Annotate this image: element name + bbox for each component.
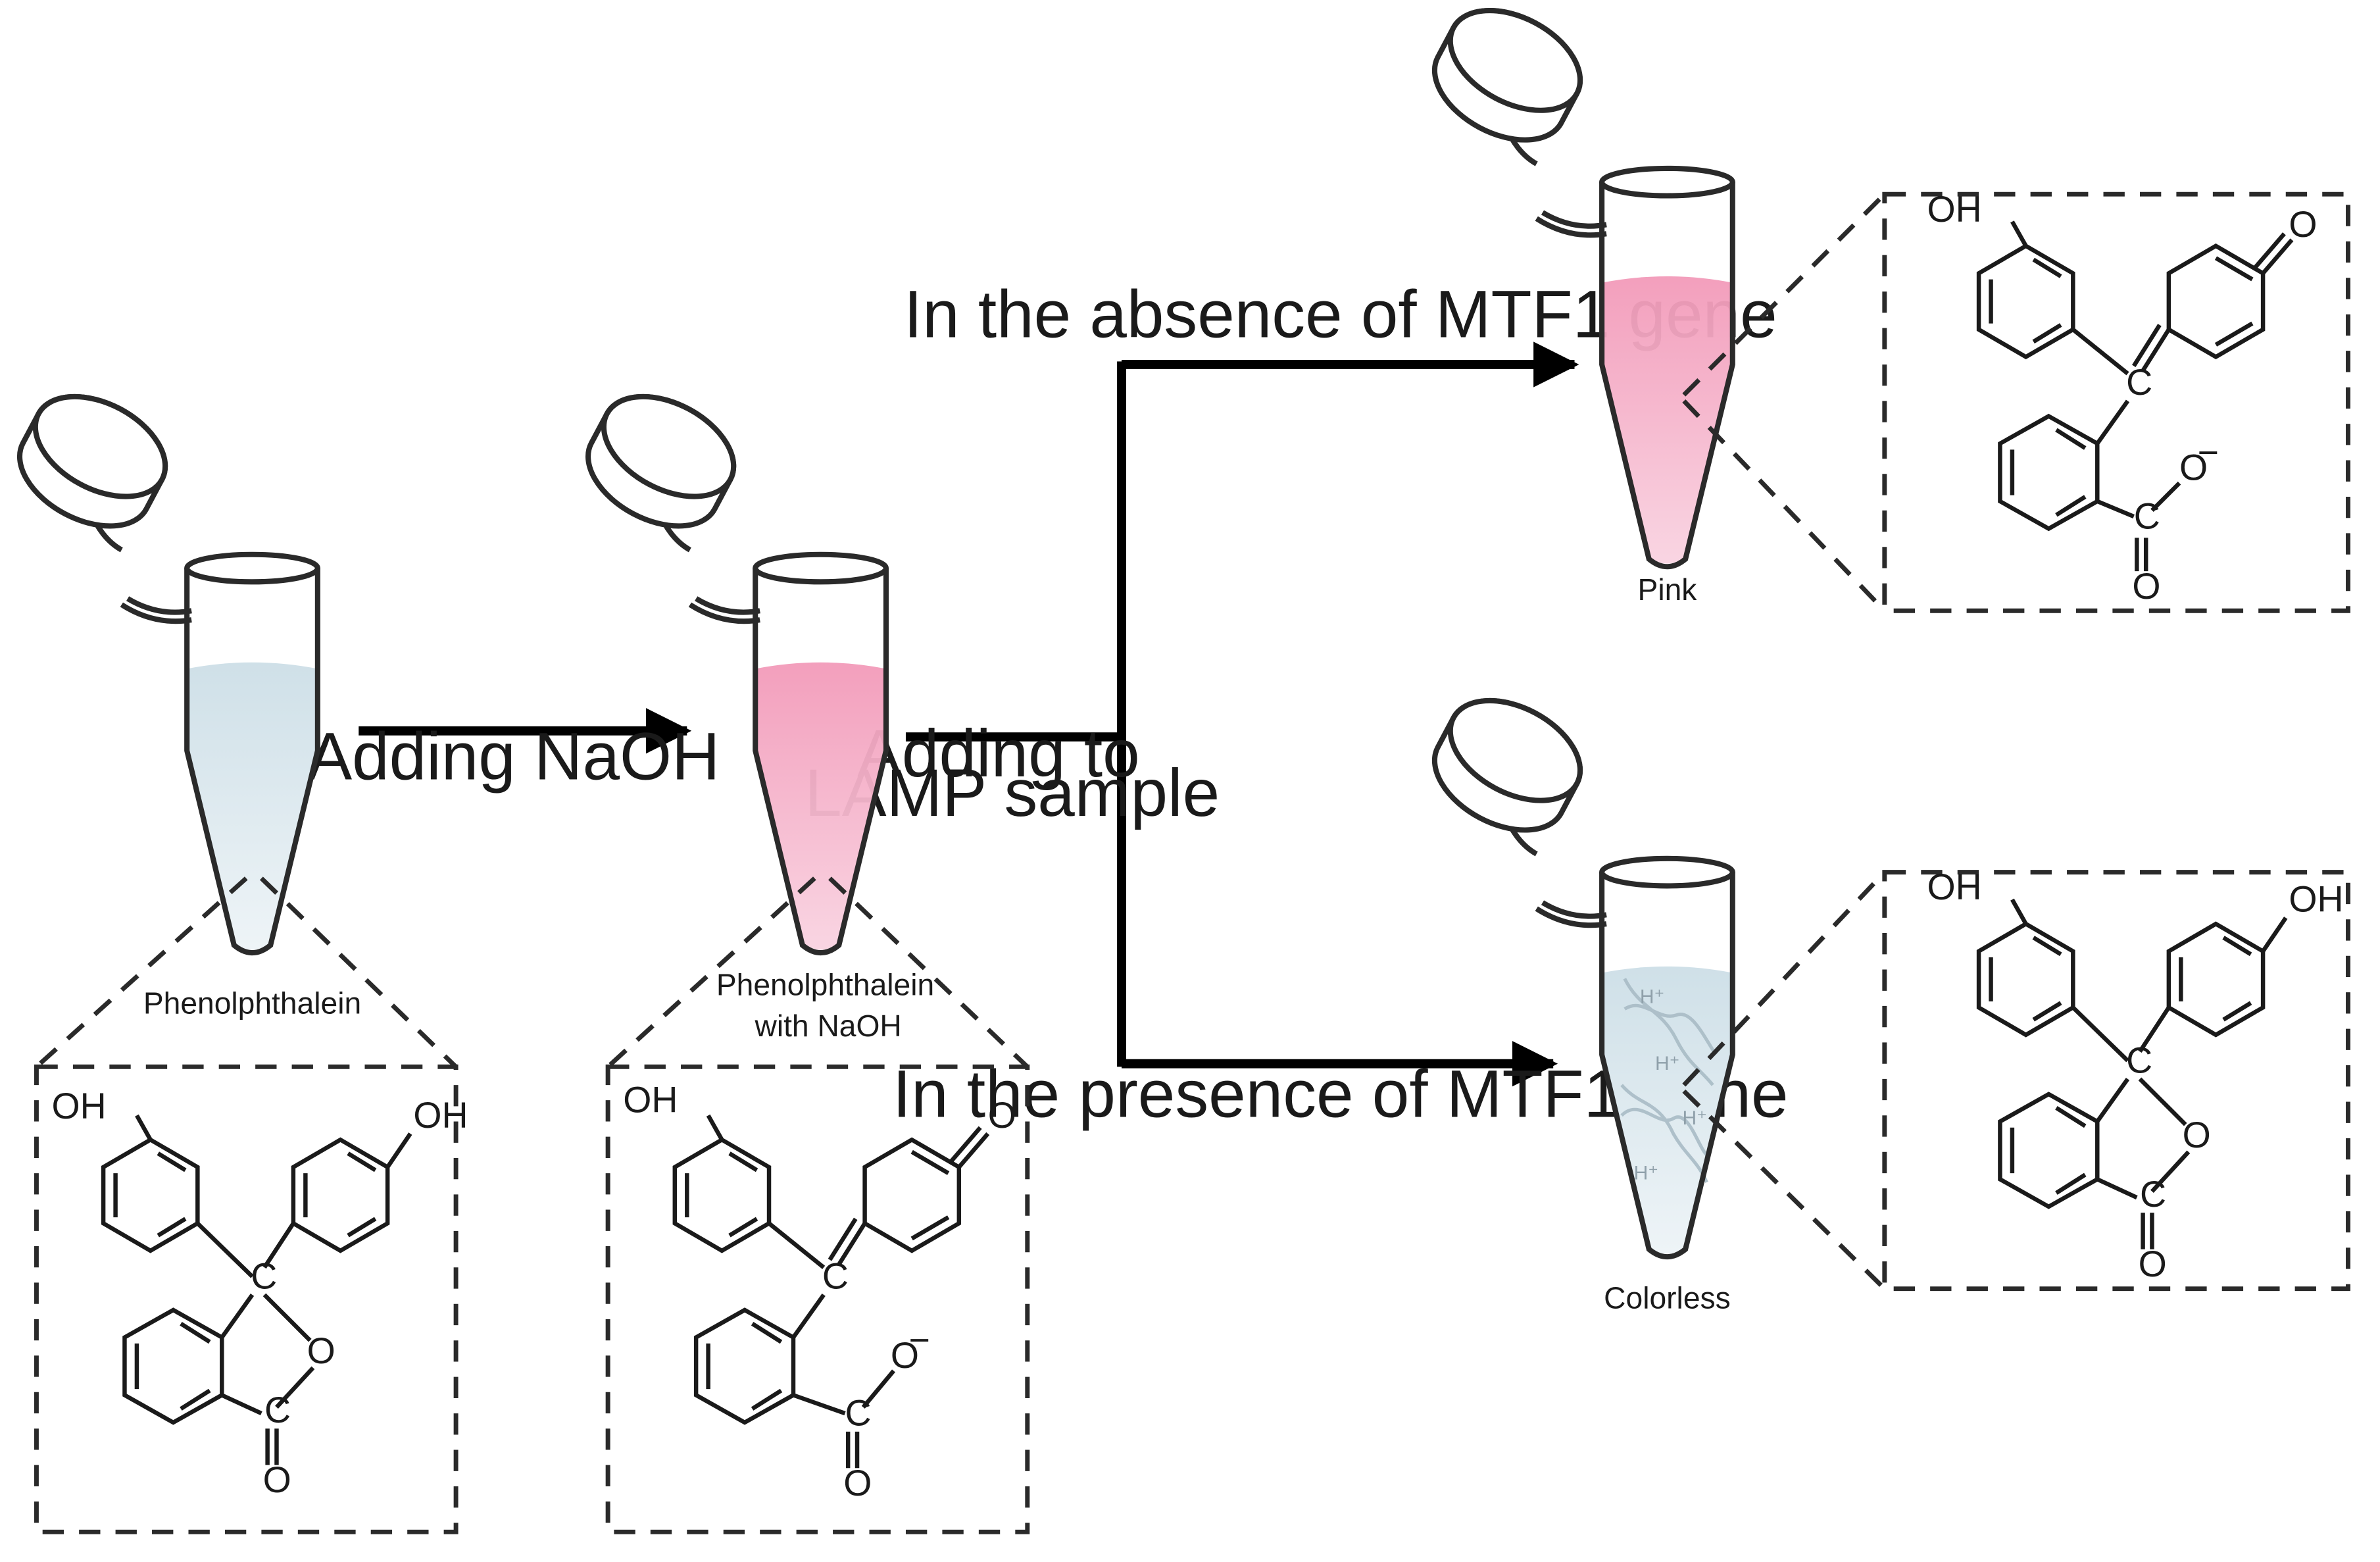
structure-quinoid: OH O C C O − O <box>623 1080 1016 1503</box>
svg-text:O: O <box>2179 447 2208 488</box>
svg-text:OH: OH <box>413 1095 468 1136</box>
svg-text:OH: OH <box>2289 879 2343 920</box>
svg-text:O: O <box>2139 1244 2167 1284</box>
svg-text:OH: OH <box>1927 189 1982 230</box>
svg-text:C: C <box>2140 1174 2166 1215</box>
caption-naoh-line2: with NaOH <box>754 1009 901 1043</box>
liquid-clear <box>1603 966 1731 1254</box>
svg-text:O: O <box>2289 204 2317 245</box>
svg-text:C: C <box>822 1256 849 1297</box>
tube-colorless-result: H⁺ H⁺ H⁺ H⁺ <box>1418 680 1732 1257</box>
svg-text:OH: OH <box>623 1080 678 1121</box>
tube-phenolphthalein <box>3 376 317 953</box>
structure-lactone-result: OH OH C O C O <box>1927 867 2344 1284</box>
liquid-pink <box>1603 276 1731 564</box>
caption-pink: Pink <box>1638 572 1698 607</box>
caption-colorless: Colorless <box>1604 1281 1731 1315</box>
liquid-pink <box>756 662 885 950</box>
svg-text:C: C <box>845 1393 872 1434</box>
svg-text:O: O <box>843 1463 872 1503</box>
label-adding-lamp-1: Adding to <box>857 716 1139 791</box>
svg-text:C: C <box>264 1390 291 1430</box>
tube-pink-result <box>1418 0 1732 567</box>
label-adding-naoh: Adding NaOH <box>307 719 720 794</box>
svg-text:OH: OH <box>52 1086 107 1126</box>
ion-label: H⁺ <box>1683 1107 1708 1129</box>
svg-text:OH: OH <box>1927 867 1982 907</box>
svg-text:C: C <box>2126 1040 2152 1081</box>
svg-text:C: C <box>251 1256 277 1297</box>
svg-text:O: O <box>2183 1115 2211 1155</box>
structure-lactone: OH OH C O C O <box>52 1086 468 1500</box>
ion-label: H⁺ <box>1634 1162 1659 1184</box>
svg-text:O: O <box>2132 566 2160 607</box>
svg-text:−: − <box>909 1320 930 1361</box>
svg-text:O: O <box>891 1335 919 1376</box>
caption-phenolphthalein: Phenolphthalein <box>143 986 361 1020</box>
liquid-clear <box>188 662 316 950</box>
zoom-lines <box>35 192 1887 1291</box>
zoom-box-quinoid-1 <box>605 1064 1030 1534</box>
svg-text:C: C <box>2126 362 2152 403</box>
caption-naoh-line1: Phenolphthalein <box>716 968 934 1002</box>
svg-text:O: O <box>307 1330 335 1371</box>
svg-text:O: O <box>263 1459 291 1500</box>
svg-text:C: C <box>2134 495 2160 536</box>
tube-phenolphthalein-naoh <box>571 376 885 953</box>
zoom-box-quinoid-2 <box>1882 191 2350 613</box>
svg-text:O: O <box>988 1095 1016 1136</box>
ion-label: H⁺ <box>1655 1053 1680 1074</box>
zoom-box-lactone-2 <box>1882 870 2350 1292</box>
dna-helix-icon <box>1620 978 1718 1183</box>
zoom-box-lactone-1 <box>34 1064 459 1534</box>
ion-label: H⁺ <box>1640 986 1665 1007</box>
structure-quinoid-result: OH O C C O − O <box>1927 189 2318 607</box>
svg-text:−: − <box>2198 432 2219 472</box>
